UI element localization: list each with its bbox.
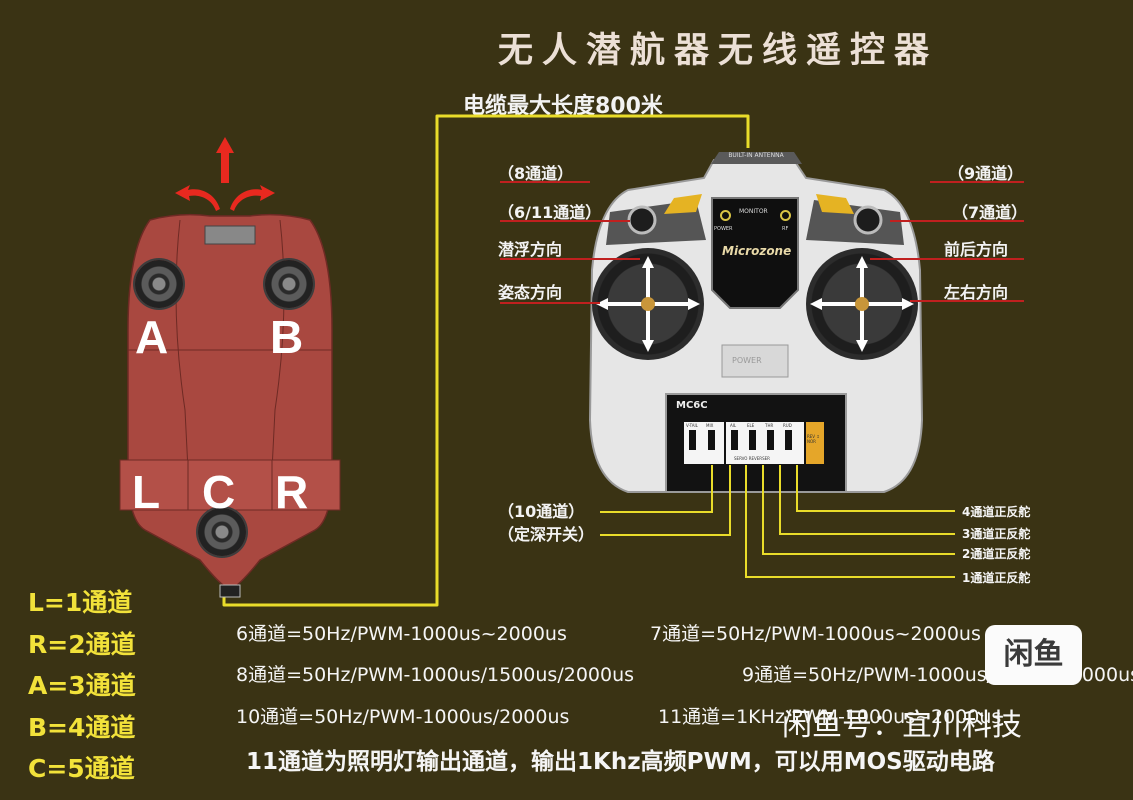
thruster-c xyxy=(198,508,246,556)
thruster-label-r: R xyxy=(275,466,309,518)
direction-arrows-icon xyxy=(175,137,275,211)
dip-switch-ele[interactable] xyxy=(749,430,756,450)
thruster-label-c: C xyxy=(202,466,236,518)
callout-ch10: （10通道） xyxy=(498,502,585,521)
switch-label-rud: RUD xyxy=(783,423,792,428)
watermark-logo: 闲鱼 xyxy=(985,625,1082,685)
watermark-text: 闲鱼号：宜川科技 xyxy=(782,708,1022,743)
power-led-icon xyxy=(720,210,731,221)
spec-ch6: 6通道=50Hz/PWM-1000us~2000us xyxy=(236,623,567,645)
rov-body xyxy=(119,213,341,598)
dip-switch-vtail[interactable] xyxy=(689,430,696,450)
callout-line-attitude xyxy=(500,302,600,304)
spec-ch11: 11通道=1KHz/PWM-1000us~2000us xyxy=(658,706,1002,728)
callout-line-ch8 xyxy=(500,181,590,183)
callout-dive-direction: 潜浮方向 xyxy=(498,240,563,259)
left-stick-arrows-icon xyxy=(596,256,700,352)
reverser-vline-2 xyxy=(762,465,764,555)
callout-left-right: 左右方向 xyxy=(944,283,1009,302)
spec-ch8: 8通道=50Hz/PWM-1000us/1500us/2000us xyxy=(236,664,635,686)
legend-item-r: R=2通道 xyxy=(28,629,136,659)
thruster-label-l: L xyxy=(132,466,161,518)
callout-ch7: （7通道） xyxy=(952,203,1028,222)
dip-switch-mix[interactable] xyxy=(708,430,715,450)
callout-line-ch6-11 xyxy=(500,220,630,222)
callout-ch8: （8通道） xyxy=(498,164,574,183)
callout-line-ch9 xyxy=(930,181,1024,183)
dip-switch-rud[interactable] xyxy=(785,430,792,450)
channel-legend: L=1通道 R=2通道 A=3通道 B=4通道 C=5通道 xyxy=(28,582,136,790)
brand-logo: Microzone xyxy=(722,244,792,258)
callout-vline-depth xyxy=(729,465,731,536)
diagram-title: 无人潜航器无线遥控器 xyxy=(498,31,939,71)
callout-line-ch10 xyxy=(600,511,712,513)
power-led-label: POWER xyxy=(714,226,733,232)
callout-ch9: （9通道） xyxy=(948,164,1024,183)
reverser-hline-2 xyxy=(762,553,955,555)
rf-led-label: RF xyxy=(782,226,789,232)
callout-line-left-right xyxy=(910,300,1024,302)
reverser-hline-3 xyxy=(779,533,955,535)
reverser-label-ch1: 1通道正反舵 xyxy=(962,571,1031,585)
thruster-a xyxy=(135,260,183,308)
spec-ch7: 7通道=50Hz/PWM-1000us~2000us xyxy=(650,623,981,645)
servo-reverser-label: SERVO REVERSER xyxy=(734,456,770,461)
monitor-label: MONITOR xyxy=(739,208,768,215)
callout-line-depth-hold xyxy=(600,534,730,536)
callout-depth-hold-switch: （定深开关） xyxy=(498,525,595,544)
callout-line-dive xyxy=(500,258,640,260)
reverser-hline-4 xyxy=(796,510,955,512)
legend-item-l: L=1通道 xyxy=(28,588,133,617)
antenna-label: BUILT-IN ANTENNA xyxy=(728,152,784,159)
switch-label-vtail: V-TAIL xyxy=(686,423,698,428)
switch-label-ail: AIL xyxy=(730,423,737,428)
legend-item-a: A=3通道 xyxy=(28,671,136,700)
thruster-b xyxy=(265,260,313,308)
switch-label-thr: THR xyxy=(765,423,774,428)
rf-led-icon xyxy=(780,210,791,221)
reverser-vline-4 xyxy=(796,465,798,512)
dip-switch-thr[interactable] xyxy=(767,430,774,450)
callout-attitude-direction: 姿态方向 xyxy=(498,283,563,302)
rov-diagram: A B L C R xyxy=(110,130,350,610)
model-label: MC6C xyxy=(676,400,708,411)
callout-ch6-11: （6/11通道） xyxy=(498,203,602,222)
reverser-label-ch4: 4通道正反舵 xyxy=(962,505,1031,519)
controller-body xyxy=(588,152,924,493)
callout-forward-backward: 前后方向 xyxy=(944,240,1009,259)
thruster-label-b: B xyxy=(270,311,304,363)
reverser-label-ch2: 2通道正反舵 xyxy=(962,547,1031,561)
callout-line-forward xyxy=(870,258,1024,260)
switch-label-mix: MIX xyxy=(706,423,714,428)
thruster-label-a: A xyxy=(135,311,169,363)
reverser-vline-3 xyxy=(779,465,781,535)
dip-switch-ail[interactable] xyxy=(731,430,738,450)
legend-item-c: C=5通道 xyxy=(28,754,135,783)
power-switch[interactable]: POWER xyxy=(732,356,762,365)
reverser-hline-1 xyxy=(745,576,955,578)
reverser-vline-1 xyxy=(745,465,747,578)
callout-vline-ch10 xyxy=(711,465,713,513)
remote-controller: BUILT-IN ANTENNA MONITOR POWER RF Microz… xyxy=(584,150,926,498)
lighting-note: 11通道为照明灯输出通道，输出1Khz高频PWM，可以用MOS驱动电路 xyxy=(246,749,995,775)
reverser-label-ch3: 3通道正反舵 xyxy=(962,527,1031,541)
right-stick-arrows-icon xyxy=(810,256,914,352)
legend-item-b: B=4通道 xyxy=(28,712,136,742)
spec-ch10: 10通道=50Hz/PWM-1000us/2000us xyxy=(236,706,570,728)
callout-line-ch7 xyxy=(890,220,1024,222)
rev-nor-label: REV ↕ NOR xyxy=(807,434,820,444)
switch-label-ele: ELE xyxy=(747,423,755,428)
